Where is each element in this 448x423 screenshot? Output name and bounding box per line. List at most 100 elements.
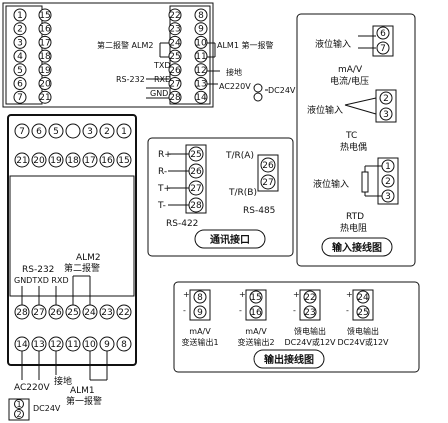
top-col3-terminal-27-number: 27 (169, 80, 180, 90)
output-terminal-22-number: 22 (304, 293, 315, 303)
tc-wire-b (344, 104, 377, 115)
output-terminal-24-circle (356, 290, 370, 304)
comm-title: 通讯接口 (210, 233, 250, 246)
panel-bottom-terminal-13-number: 13 (33, 340, 44, 350)
top-col2-terminal-18-number: 18 (39, 52, 51, 62)
top-col1-terminal-2-number: 2 (17, 25, 23, 35)
output-terminal-25-circle (356, 305, 370, 319)
rs422-terminal-26-number: 26 (190, 167, 202, 177)
panel-alm1-label: ALM1 (70, 386, 95, 396)
top-col3-terminal-23-number: 23 (169, 25, 180, 35)
output-terminal-8-number: 8 (197, 293, 203, 303)
top-col3-terminal-24-circle (168, 35, 182, 49)
input-level-label-3: 液位输入 (313, 178, 349, 190)
output-plus-label: + (346, 290, 353, 299)
top-col2-terminal-16-circle (38, 22, 52, 36)
top-col4-terminal-13-number: 13 (195, 80, 206, 90)
input-tc-label: TC (345, 131, 357, 141)
rs422-signal-label: R+ (158, 150, 172, 160)
top-col1-terminal-3-circle (13, 35, 27, 49)
input-a-frame (372, 25, 394, 57)
comm-interface-box (147, 137, 294, 257)
panel-row2-terminal-16-circle (99, 152, 115, 168)
input-a-terminal-6-circle (376, 26, 390, 40)
top-col2-terminal-19-circle (38, 63, 52, 77)
top-col4-terminal-9-number: 9 (198, 25, 204, 35)
top-col3-terminal-27-circle (168, 77, 182, 90)
top-col2-terminal-18-circle (38, 49, 52, 63)
input-thermocouple-label: 热电偶 (340, 141, 367, 153)
top-col3-terminal-24-number: 24 (169, 38, 181, 48)
rs422-terminal-28-number: 28 (190, 201, 202, 211)
panel-bottom-terminal-8-circle (116, 336, 132, 352)
panel-row2-terminal-17-number: 17 (84, 156, 95, 166)
rear-panel (7, 114, 137, 366)
top-col1-terminal-1-number: 1 (17, 11, 23, 21)
rs422-signal-label: R- (158, 167, 167, 177)
panel-alm2-label: ALM2 (76, 253, 101, 263)
output-title-frame (253, 349, 325, 369)
top-gnd-label: GND (150, 89, 168, 98)
output-label-2-4: DC24V或12V (337, 337, 389, 347)
input-rtd-cn-label: 热电阻 (340, 222, 367, 234)
input-title: 输入接线图 (332, 241, 382, 254)
top-col1-terminal-4-number: 4 (17, 52, 23, 62)
comm-group: 25R+26R-27T+28T-RS-4222627T/R(A)T/R(B)RS… (157, 144, 279, 249)
panel-row3-terminal-24-number: 24 (84, 308, 96, 318)
output-plus-label: + (183, 290, 190, 299)
tc-wire-a (344, 97, 377, 106)
top-col1-terminal-5-number: 5 (17, 66, 23, 76)
input-group: 67液位输入mA/V电流/电压23液位输入TC热电偶123液位输入RTD热电阻输… (307, 25, 399, 257)
output-terminal-23-circle (303, 305, 317, 319)
panel-top-terminal-7-number: 7 (19, 127, 25, 137)
rs485-terminal-26-number: 26 (262, 161, 274, 171)
top-dc24v-label: DC24V (268, 86, 296, 95)
output-terminal-9-circle (193, 305, 207, 319)
input-a-terminal-6-number: 6 (380, 29, 386, 39)
panel-bottom-terminal-12-number: 12 (50, 340, 61, 350)
panel-top-terminal-6-circle (31, 123, 47, 139)
panel-dc24v-label: DC24V (33, 404, 61, 413)
panel-row3-terminal-22-circle (116, 304, 132, 320)
top-col1-terminal-6-circle (13, 77, 27, 90)
top-col3-terminal-22-circle (168, 8, 182, 22)
input-c-terminal-1-number: 1 (385, 162, 391, 172)
top-dc24v-terminal-b-circle (253, 92, 263, 102)
top-col3-terminal-28-circle (168, 90, 182, 104)
panel-row2-terminal-15-number: 15 (118, 156, 129, 166)
input-rtd-label: RTD (346, 212, 364, 222)
top-col1-terminal-2-circle (13, 22, 27, 36)
panel-row2-terminal-17-circle (82, 152, 98, 168)
top-col4-terminal-14-circle (194, 90, 208, 104)
panel-top-terminal-1-circle (116, 123, 132, 139)
top-ac220v-label: AC220V (219, 82, 251, 91)
panel-top-terminal-7-circle (14, 123, 30, 139)
panel-top-terminal-2-number: 2 (104, 127, 110, 137)
panel-row2-terminal-20-number: 20 (33, 156, 45, 166)
output-frame-3 (299, 289, 321, 321)
top-block-group: 1234567151617181920212223242526272889101… (13, 8, 296, 104)
panel-top-terminal-6-number: 6 (36, 127, 42, 137)
output-wiring-box (173, 281, 420, 373)
panel-row2-terminal-18-circle (65, 152, 81, 168)
panel-row3-terminal-26-number: 26 (50, 308, 62, 318)
rs422-signal-label: T+ (157, 184, 171, 194)
top-col1-terminal-6-number: 6 (17, 80, 23, 90)
rs485-terminal-26-circle (260, 157, 276, 173)
output-terminal-16-number: 16 (250, 308, 262, 318)
rs485-b-label: T/R(B) (228, 188, 257, 198)
input-level-label-2: 液位输入 (307, 104, 343, 116)
panel-gnd-txd-rxd-label: GNDTXD RXD (14, 276, 69, 285)
panel-row3-terminal-22-number: 22 (118, 308, 129, 318)
input-level-label-1: 液位输入 (315, 38, 351, 50)
input-b-terminal-3-number: 3 (383, 110, 389, 120)
output-frame-2 (245, 289, 267, 321)
top-col3-terminal-26-circle (168, 63, 182, 77)
panel-top-terminal-2-circle (99, 123, 115, 139)
input-b-terminal-2-circle (379, 91, 393, 105)
output-label-2-3: DC24V或12V (284, 337, 336, 347)
rs485-terminal-27-number: 27 (262, 178, 273, 188)
rs485-frame (257, 154, 279, 192)
top-col2-terminal-15-circle (38, 8, 52, 22)
output-terminal-15-number: 15 (250, 293, 261, 303)
